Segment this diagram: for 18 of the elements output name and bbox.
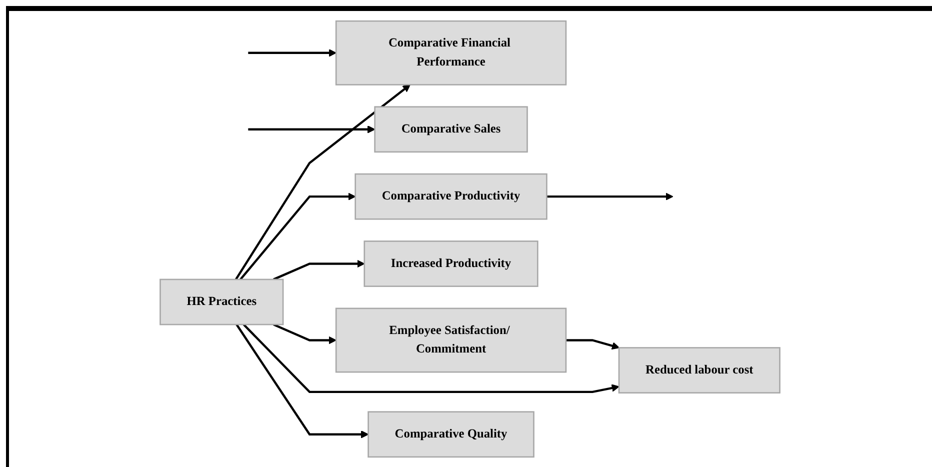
arrow xyxy=(242,324,620,394)
node-box: HR Practices xyxy=(160,278,284,326)
arrow xyxy=(248,49,336,57)
arrow xyxy=(566,339,620,350)
arrow xyxy=(248,125,376,134)
node-box: Employee Satisfaction/ Commitment xyxy=(335,308,567,373)
node-box: Comparative Financial Performance xyxy=(335,20,567,86)
arrow xyxy=(240,192,356,280)
node-box: Comparative Productivity xyxy=(354,173,548,220)
node-box: Reduced labour cost xyxy=(618,347,780,394)
arrow xyxy=(236,324,369,438)
node-box: Increased Productivity xyxy=(364,240,538,287)
arrow xyxy=(234,84,410,280)
node-box: Comparative Quality xyxy=(368,411,534,458)
arrow xyxy=(546,192,674,200)
arrow xyxy=(273,260,365,280)
node-box: Comparative Sales xyxy=(374,106,528,153)
arrow xyxy=(273,324,336,344)
